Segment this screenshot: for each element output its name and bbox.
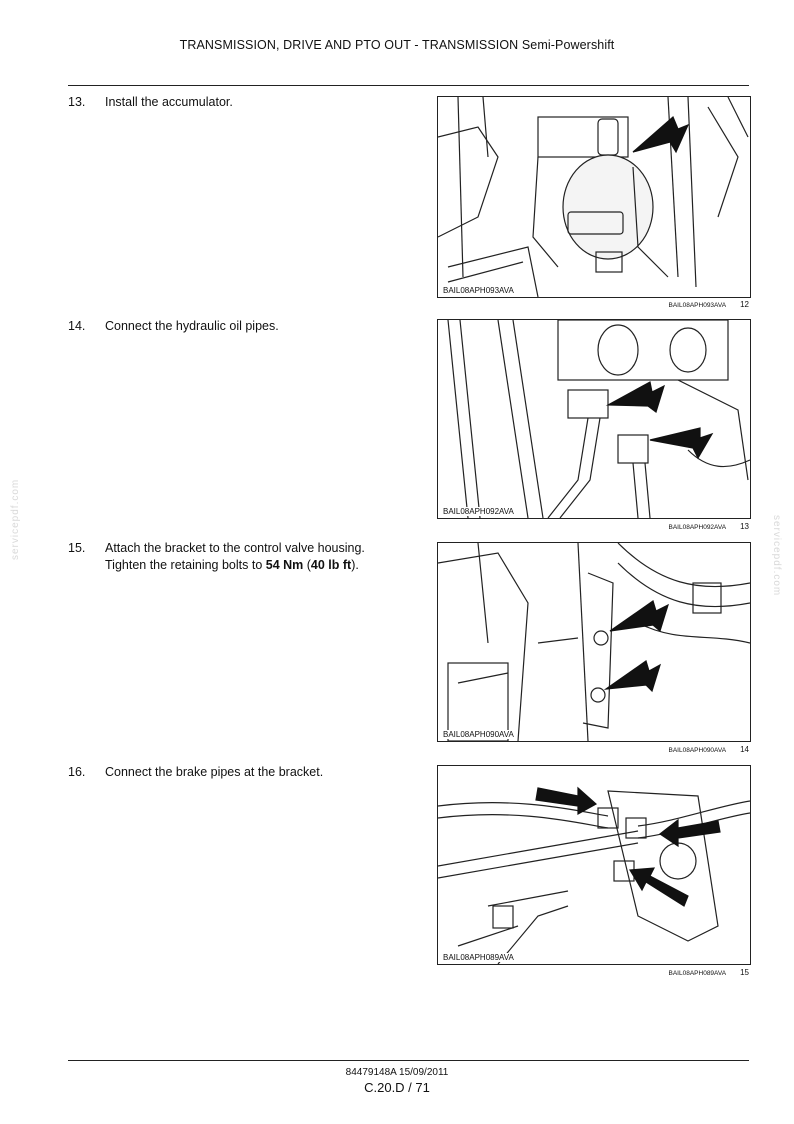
accumulator-illustration: [438, 97, 749, 297]
header-rule: [68, 85, 749, 86]
paren-close: ).: [351, 558, 359, 572]
figure-inner-code: BAIL08APH089AVA: [441, 953, 516, 962]
figure-number: 15: [740, 968, 749, 977]
footer-page-number: C.20.D / 71: [364, 1080, 430, 1095]
figure-inner-code: BAIL08APH093AVA: [441, 286, 516, 295]
figure-caption: BAIL08APH093AVA 12: [437, 300, 749, 309]
figure-caption: BAIL08APH090AVA 14: [437, 745, 749, 754]
step-number: 14.: [68, 319, 86, 333]
footer-rule: [68, 1060, 749, 1061]
figure-bracket: BAIL08APH090AVA: [437, 542, 751, 742]
figure-caption-code: BAIL08APH092AVA: [668, 524, 727, 531]
step-number: 15.: [68, 541, 86, 555]
figure-caption-code: BAIL08APH093AVA: [668, 302, 727, 309]
watermark-right: servicepdf.com: [771, 515, 782, 597]
figure-accumulator: BAIL08APH093AVA: [437, 96, 751, 298]
step-number: 13.: [68, 95, 86, 109]
step-text-main: Attach the bracket to the control valve …: [105, 541, 365, 572]
step-text: Connect the hydraulic oil pipes.: [105, 319, 279, 333]
step-text: Attach the bracket to the control valve …: [105, 540, 405, 574]
figure-inner-code: BAIL08APH090AVA: [441, 730, 516, 739]
figure-hydraulic-pipes: BAIL08APH092AVA: [437, 319, 751, 519]
page-header-title: TRANSMISSION, DRIVE AND PTO OUT - TRANSM…: [179, 38, 615, 52]
paren-open: (: [303, 558, 311, 572]
torque-lbft: 40 lb ft: [310, 558, 352, 572]
figure-number: 13: [740, 522, 749, 531]
figure-brake-pipes: BAIL08APH089AVA: [437, 765, 751, 965]
step-text: Connect the brake pipes at the bracket.: [105, 765, 324, 779]
figure-caption: BAIL08APH092AVA 13: [437, 522, 749, 531]
figure-caption-code: BAIL08APH089AVA: [668, 970, 727, 977]
figure-caption: BAIL08APH089AVA 15: [437, 968, 749, 977]
step-number: 16.: [68, 765, 86, 779]
watermark-left: servicepdf.com: [10, 478, 21, 560]
bracket-illustration: [438, 543, 750, 741]
step-text: Install the accumulator.: [105, 95, 233, 109]
figure-inner-code: BAIL08APH092AVA: [441, 507, 516, 516]
footer-doc-number: 84479148A 15/09/2011: [345, 1067, 449, 1078]
figure-caption-code: BAIL08APH090AVA: [668, 747, 727, 754]
figure-number: 14: [740, 745, 749, 754]
hydraulic-pipes-illustration: [447, 320, 750, 518]
figure-number: 12: [740, 300, 749, 309]
brake-pipes-illustration: [438, 786, 750, 964]
torque-nm: 54 Nm: [265, 558, 304, 572]
